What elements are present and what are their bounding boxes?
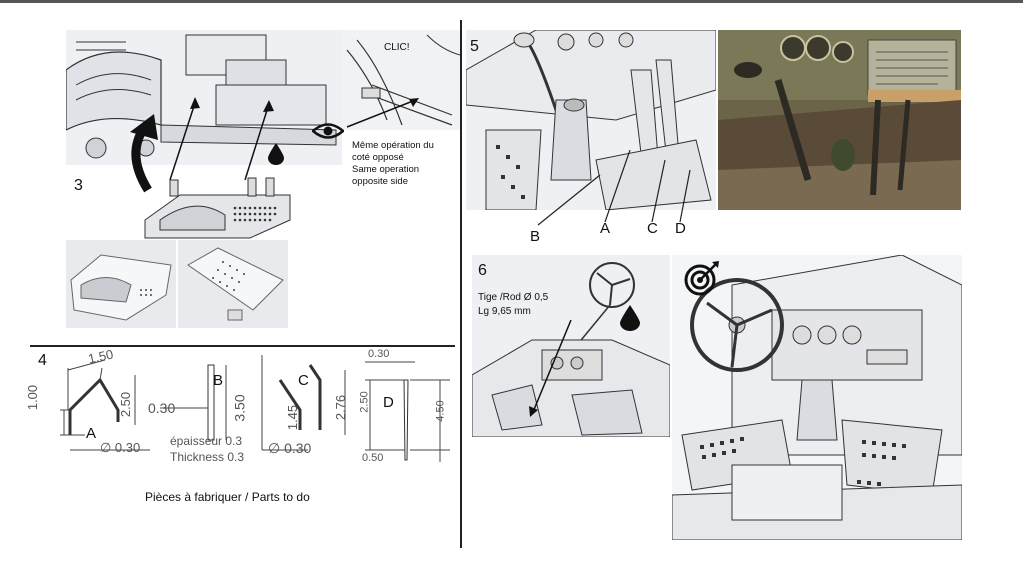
step3-part-render	[144, 177, 291, 239]
a-dim-4: ∅ 0.30	[100, 440, 141, 455]
b-thickness-en: Thickness 0.3	[170, 450, 245, 464]
horizontal-divider	[30, 345, 455, 347]
c-dim-1: 1.45	[285, 404, 301, 431]
clic-inset: CLIC!	[342, 30, 460, 130]
step6-illustration	[472, 255, 670, 437]
drop-icon-step6	[620, 305, 640, 331]
clic-label: CLIC!	[384, 42, 410, 53]
d-dim-3: 4.50	[434, 400, 447, 422]
part-c-label: C	[298, 372, 309, 389]
step3-note: Même opération du coté opposé Same opera…	[352, 140, 452, 188]
pointer-arrows	[169, 97, 274, 181]
step5-number: 5	[470, 38, 479, 55]
step5-callout-lines	[537, 150, 691, 226]
step6-final-render	[672, 255, 962, 540]
rod-line-1: Tige /Rod Ø 0,5	[478, 292, 549, 303]
note-line-1: Même opération du	[352, 140, 434, 151]
part-b-label: B	[213, 372, 224, 389]
step5-label-b: B	[530, 228, 541, 245]
a-dim-3: 2.50	[118, 391, 134, 418]
step5-illustration	[466, 30, 716, 210]
eye-icon	[312, 123, 344, 139]
step3-illustration	[66, 30, 342, 165]
c-dim-3: ∅ 0.30	[268, 440, 312, 456]
part-a-label: A	[86, 425, 97, 442]
note-line-2: coté opposé	[352, 152, 404, 163]
step5-label-c: C	[647, 220, 658, 237]
d-dim-4: 0.50	[362, 452, 384, 464]
target-icon	[684, 261, 719, 296]
render-part-right	[178, 240, 288, 328]
note-line-3: Same operation	[352, 164, 420, 175]
rod-pointer-arrow	[529, 319, 572, 417]
step6-rod-note: Tige /Rod Ø 0,5 Lg 9,65 mm	[478, 291, 548, 319]
part-d-label: D	[383, 394, 394, 411]
parts-technical-drawing	[60, 355, 450, 462]
a-dim-2: 1.00	[25, 384, 41, 411]
d-dim-1: 0.30	[368, 348, 390, 360]
step3-number: 3	[74, 177, 83, 194]
step3-drawing	[66, 30, 342, 165]
d-dim-2: 2.50	[358, 391, 371, 413]
parts-caption: Pièces à fabriquer / Parts to do	[145, 490, 310, 504]
clic-arrow	[346, 98, 419, 128]
step5-label-a: A	[600, 220, 611, 237]
top-border	[0, 0, 1023, 3]
note-line-4: opposite side	[352, 176, 408, 187]
curved-arrow-icon	[130, 114, 158, 193]
b-thickness-fr: épaisseur 0.3	[170, 434, 243, 448]
vertical-divider	[460, 20, 462, 548]
step4-number: 4	[38, 352, 47, 369]
b-dim-2: 3.50	[231, 394, 248, 422]
rod-line-2: Lg 9,65 mm	[478, 306, 531, 317]
step5-label-d: D	[675, 220, 686, 237]
drop-icon	[268, 143, 284, 165]
step5-reference-photo	[718, 30, 961, 210]
step6-number: 6	[478, 262, 487, 279]
render-part-left	[66, 240, 176, 328]
c-dim-2: 2.76	[333, 394, 349, 421]
b-dim-1: 0.30	[148, 400, 176, 416]
